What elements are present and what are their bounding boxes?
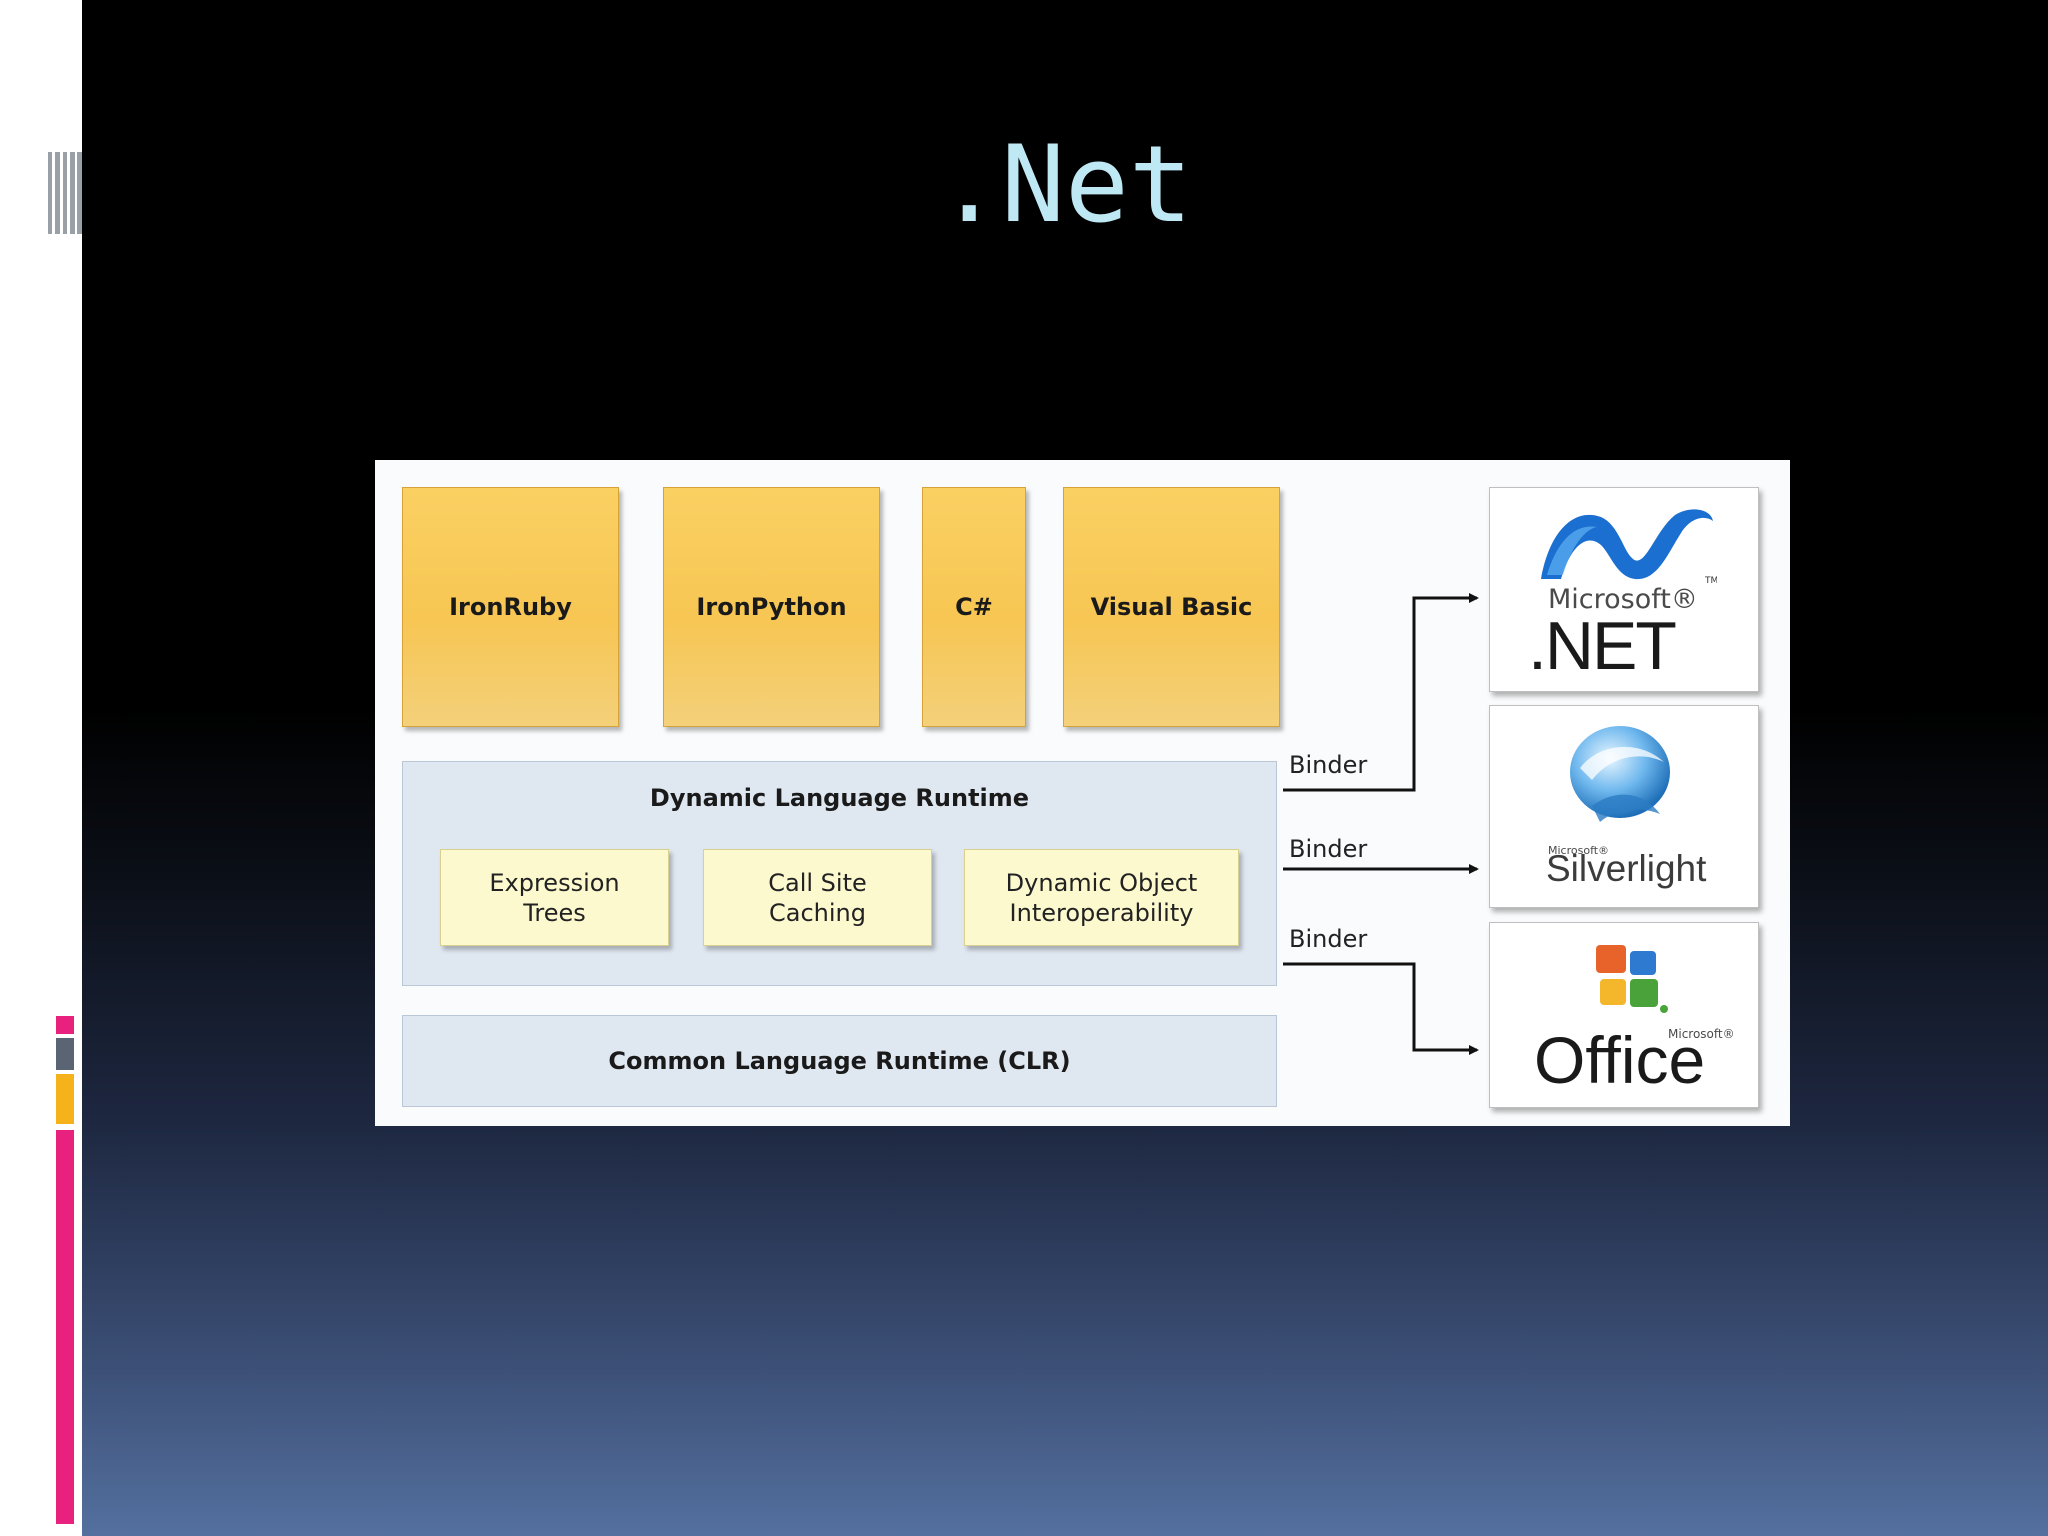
dlr-component-call-site-caching: Call Site Caching bbox=[703, 849, 932, 946]
target-card-silverlight: Microsoft® Silverlight bbox=[1489, 705, 1759, 908]
language-box-visual-basic: Visual Basic bbox=[1063, 487, 1280, 727]
accent-segment bbox=[56, 1038, 74, 1070]
office-logo-word: Office bbox=[1534, 1023, 1706, 1097]
binder-label-dotnet: Binder bbox=[1289, 751, 1368, 779]
dlr-architecture-diagram: IronRuby IronPython C# Visual Basic Dyna… bbox=[375, 460, 1790, 1126]
office-logo-small: Microsoft® bbox=[1668, 1027, 1735, 1041]
dlr-component-expression-trees: Expression Trees bbox=[440, 849, 669, 946]
silverlight-logo-word: Silverlight bbox=[1546, 848, 1707, 889]
connector-arrow-dotnet bbox=[1283, 593, 1479, 792]
dlr-title: Dynamic Language Runtime bbox=[649, 784, 1030, 812]
language-box-ironpython: IronPython bbox=[663, 487, 880, 727]
component-line: Interoperability bbox=[1009, 898, 1194, 927]
component-line: Trees bbox=[523, 898, 586, 927]
edge-ticks-decoration bbox=[48, 152, 82, 234]
slide-title: .Net bbox=[937, 123, 1193, 246]
silverlight-logo-small: Microsoft® bbox=[1548, 844, 1610, 857]
component-line: Call Site bbox=[768, 868, 867, 897]
clr-panel: Common Language Runtime (CLR) bbox=[402, 1015, 1277, 1107]
accent-segment bbox=[56, 1016, 74, 1034]
dlr-panel: Dynamic Language Runtime Expression Tree… bbox=[402, 761, 1277, 986]
dotnet-logo-small: Microsoft® bbox=[1548, 584, 1698, 615]
binder-connectors bbox=[1283, 593, 1479, 1055]
dlr-component-dynamic-object-interop: Dynamic Object Interoperability bbox=[964, 849, 1239, 946]
dotnet-logo-icon: TM bbox=[1541, 509, 1717, 585]
binder-label-silverlight: Binder bbox=[1289, 835, 1368, 863]
language-box-ironruby: IronRuby bbox=[402, 487, 619, 727]
component-line: Expression bbox=[489, 868, 620, 897]
connector-arrow-office bbox=[1283, 962, 1479, 1055]
accent-segment bbox=[56, 1074, 74, 1124]
silverlight-logo-icon bbox=[1570, 726, 1670, 822]
target-card-dotnet: TM Microsoft® .NET bbox=[1489, 487, 1759, 692]
language-box-csharp: C# bbox=[922, 487, 1026, 727]
component-line: Dynamic Object bbox=[1005, 868, 1198, 897]
component-line: Caching bbox=[769, 898, 866, 927]
accent-segment bbox=[56, 1130, 74, 1524]
office-logo-icon bbox=[1596, 945, 1668, 1013]
target-card-office: Microsoft® Office bbox=[1489, 922, 1759, 1108]
svg-text:TM: TM bbox=[1704, 576, 1717, 585]
dotnet-logo-word: .NET bbox=[1528, 608, 1677, 684]
binder-label-office: Binder bbox=[1289, 925, 1368, 953]
